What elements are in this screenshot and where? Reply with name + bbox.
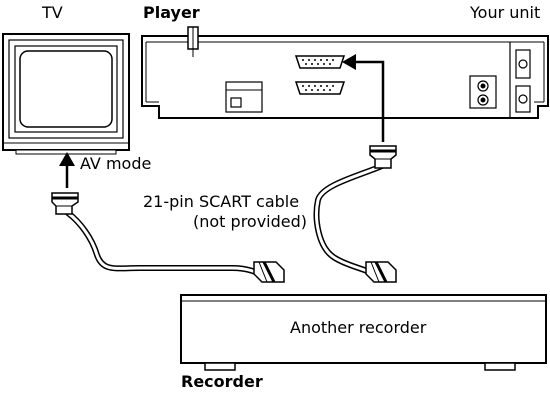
tv-label: TV bbox=[42, 3, 63, 22]
your-unit-label: Your unit bbox=[470, 3, 541, 22]
av-mode-label: AV mode bbox=[80, 154, 152, 173]
arrow-to-player-icon bbox=[342, 54, 385, 142]
cable-label-line1: 21-pin SCART cable bbox=[143, 192, 300, 211]
recorder-unit bbox=[180, 294, 547, 371]
arrow-up-icon bbox=[59, 152, 75, 188]
recorder-label: Recorder bbox=[181, 372, 263, 391]
another-recorder-label: Another recorder bbox=[290, 318, 427, 337]
scart-pins bbox=[302, 59, 334, 91]
scart-plug-recorder-right bbox=[365, 261, 397, 283]
cable-label-line2: (not provided) bbox=[193, 212, 308, 231]
scart-plug-recorder-left bbox=[253, 261, 285, 283]
scart-plug-player bbox=[369, 145, 397, 169]
player-label: Player bbox=[143, 3, 200, 22]
scart-cable-tv bbox=[65, 210, 267, 279]
tv-set bbox=[2, 33, 130, 155]
scart-plug-tv bbox=[51, 192, 79, 215]
scart-cable-player bbox=[313, 163, 385, 277]
player-unit bbox=[141, 26, 549, 119]
